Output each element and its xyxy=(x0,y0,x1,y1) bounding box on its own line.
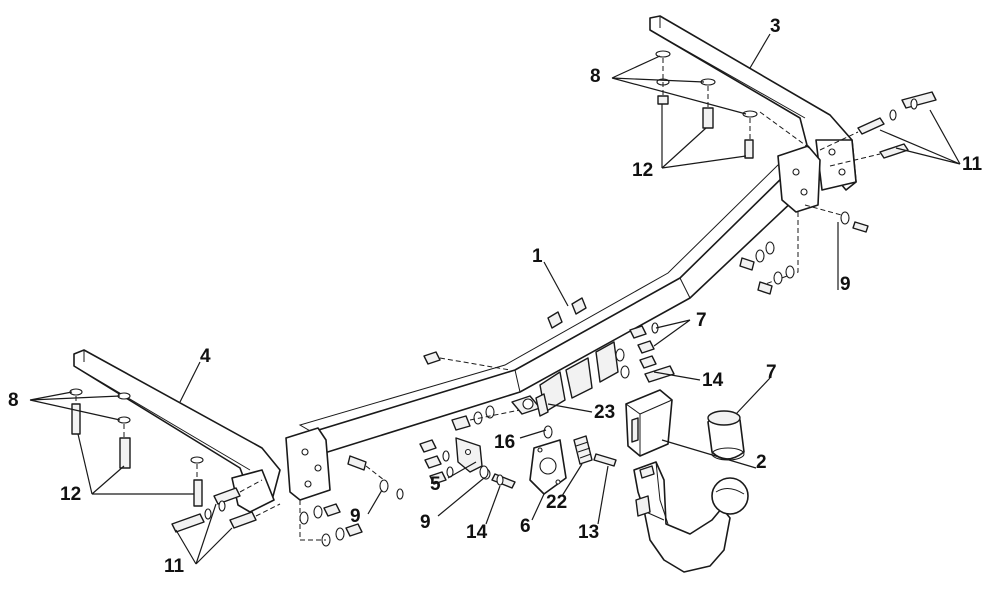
ball-cap xyxy=(707,410,745,461)
callout-12-right: 12 xyxy=(632,160,653,181)
callout-13: 13 xyxy=(578,522,599,543)
callout-16: 16 xyxy=(494,432,515,453)
callout-8-right: 8 xyxy=(590,66,601,87)
callout-11-left: 11 xyxy=(164,556,185,577)
callout-7-cap: 7 xyxy=(766,362,777,383)
lock-pin xyxy=(511,393,549,417)
callout-3: 3 xyxy=(770,16,781,37)
callout-14-lower: 14 xyxy=(466,522,488,543)
hardware-group xyxy=(69,50,937,547)
callout-6: 6 xyxy=(520,516,531,537)
callout-2: 2 xyxy=(756,452,767,473)
callout-5: 5 xyxy=(430,474,441,495)
callout-22: 22 xyxy=(546,492,567,513)
callout-12-left: 12 xyxy=(60,484,81,505)
callout-9-left: 9 xyxy=(350,506,361,527)
receiver-socket xyxy=(625,389,673,457)
callout-9-right: 9 xyxy=(840,274,851,295)
main-cross-beam xyxy=(285,145,821,501)
callout-1: 1 xyxy=(532,246,543,267)
socket-plate xyxy=(529,425,567,495)
spring-and-bolt xyxy=(573,435,617,467)
callout-4: 4 xyxy=(200,346,211,367)
callout-7-fasteners: 7 xyxy=(696,310,707,331)
callout-23: 23 xyxy=(594,402,615,423)
leader-lines xyxy=(29,33,961,565)
callout-11-right: 11 xyxy=(962,154,983,175)
callout-labels: 3 8 12 11 9 1 7 14 7 2 23 16 5 9 14 6 22… xyxy=(8,16,983,577)
callout-8-left: 8 xyxy=(8,390,19,411)
angle-bracket xyxy=(455,437,483,473)
tow-ball-neck xyxy=(633,461,749,573)
right-mounting-bracket xyxy=(649,15,857,191)
callout-9-centre: 9 xyxy=(420,512,431,533)
left-mounting-bracket xyxy=(73,349,281,513)
callout-14-right: 14 xyxy=(702,370,724,391)
